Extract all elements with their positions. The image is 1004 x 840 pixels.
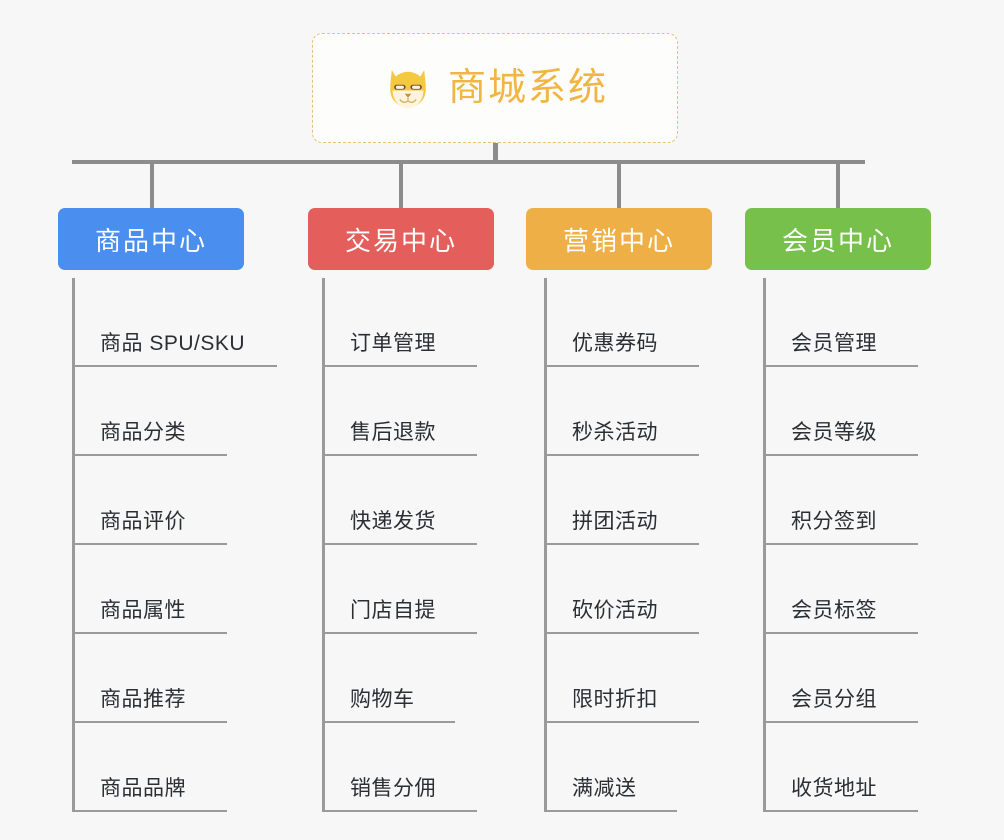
drop-connector-4	[836, 160, 840, 209]
leaf-item[interactable]: 商品分类	[72, 367, 227, 456]
shiba-dog-icon	[390, 70, 426, 110]
leaf-item[interactable]: 售后退款	[322, 367, 477, 456]
leaf-underline	[763, 365, 918, 367]
leaf-item[interactable]: 门店自提	[322, 545, 477, 634]
leaf-label: 购物车	[350, 688, 415, 711]
category-box-3[interactable]: 会员中心	[745, 208, 931, 270]
leaf-item[interactable]: 商品品牌	[72, 723, 227, 812]
leaf-underline	[322, 810, 477, 812]
leaf-label: 满减送	[572, 777, 637, 800]
root-node[interactable]: 商城系统	[312, 33, 678, 143]
category-label-1: 交易中心	[344, 225, 457, 256]
category-box-1[interactable]: 交易中心	[308, 208, 494, 270]
leaf-underline	[763, 543, 918, 545]
root-stem-connector	[493, 143, 498, 162]
leaf-underline	[72, 365, 277, 367]
leaf-underline	[763, 721, 918, 723]
horizontal-bus-connector	[72, 160, 865, 164]
leaf-label: 积分签到	[791, 510, 877, 533]
leaf-label: 门店自提	[350, 599, 436, 622]
drop-connector-2	[399, 160, 403, 209]
category-box-2[interactable]: 营销中心	[526, 208, 712, 270]
drop-connector-3	[617, 160, 621, 209]
leaf-item[interactable]: 快递发货	[322, 456, 477, 545]
leaf-item[interactable]: 满减送	[544, 723, 677, 812]
leaf-label: 商品品牌	[100, 777, 186, 800]
leaf-item[interactable]: 会员分组	[763, 634, 918, 723]
leaf-item[interactable]: 会员标签	[763, 545, 918, 634]
leaf-underline	[544, 810, 677, 812]
leaf-label: 商品推荐	[100, 688, 186, 711]
leaf-underline	[72, 810, 227, 812]
drop-connector-1	[150, 160, 154, 209]
leaf-underline	[322, 543, 477, 545]
leaf-underline	[544, 721, 699, 723]
leaf-label: 售后退款	[350, 421, 436, 444]
leaf-item[interactable]: 商品属性	[72, 545, 227, 634]
category-box-0[interactable]: 商品中心	[58, 208, 244, 270]
leaf-item[interactable]: 限时折扣	[544, 634, 699, 723]
leaf-item[interactable]: 秒杀活动	[544, 367, 699, 456]
leaf-label: 商品评价	[100, 510, 186, 533]
leaf-label: 收货地址	[791, 777, 877, 800]
leaf-label: 订单管理	[350, 332, 436, 355]
root-title: 商城系统	[447, 67, 608, 109]
leaf-item[interactable]: 会员等级	[763, 367, 918, 456]
branch-spine-3	[763, 278, 766, 812]
leaf-underline	[763, 632, 918, 634]
leaf-item[interactable]: 砍价活动	[544, 545, 699, 634]
leaf-item[interactable]: 商品 SPU/SKU	[72, 278, 277, 367]
branch-spine-1	[322, 278, 325, 812]
leaf-label: 商品 SPU/SKU	[100, 332, 246, 355]
category-label-0: 商品中心	[94, 225, 207, 256]
leaf-label: 优惠券码	[572, 332, 658, 355]
leaf-label: 快递发货	[350, 510, 436, 533]
leaf-label: 秒杀活动	[572, 421, 658, 444]
leaf-item[interactable]: 会员管理	[763, 278, 918, 367]
leaf-item[interactable]: 购物车	[322, 634, 455, 723]
leaf-label: 会员分组	[791, 688, 877, 711]
leaf-item[interactable]: 拼团活动	[544, 456, 699, 545]
category-label-3: 会员中心	[781, 225, 894, 256]
leaf-label: 商品分类	[100, 421, 186, 444]
leaf-underline	[72, 454, 227, 456]
leaf-underline	[763, 810, 918, 812]
leaf-item[interactable]: 销售分佣	[322, 723, 477, 812]
leaf-label: 会员等级	[791, 421, 877, 444]
leaf-underline	[72, 721, 227, 723]
leaf-label: 会员管理	[791, 332, 877, 355]
leaf-label: 限时折扣	[572, 688, 658, 711]
leaf-label: 销售分佣	[350, 777, 436, 800]
leaf-item[interactable]: 商品推荐	[72, 634, 227, 723]
leaf-underline	[544, 543, 699, 545]
leaf-underline	[72, 632, 227, 634]
leaf-underline	[72, 543, 227, 545]
category-label-2: 营销中心	[562, 225, 675, 256]
leaf-item[interactable]: 积分签到	[763, 456, 918, 545]
leaf-underline	[322, 454, 477, 456]
leaf-underline	[544, 454, 699, 456]
leaf-label: 会员标签	[791, 599, 877, 622]
leaf-label: 砍价活动	[572, 599, 658, 622]
leaf-underline	[322, 721, 455, 723]
leaf-item[interactable]: 商品评价	[72, 456, 227, 545]
leaf-underline	[322, 365, 477, 367]
leaf-label: 商品属性	[100, 599, 186, 622]
leaf-item[interactable]: 优惠券码	[544, 278, 699, 367]
leaf-underline	[544, 632, 699, 634]
leaf-label: 拼团活动	[572, 510, 658, 533]
leaf-underline	[544, 365, 699, 367]
leaf-item[interactable]: 收货地址	[763, 723, 918, 812]
branch-spine-0	[72, 278, 75, 812]
leaf-underline	[763, 454, 918, 456]
leaf-item[interactable]: 订单管理	[322, 278, 477, 367]
leaf-underline	[322, 632, 477, 634]
branch-spine-2	[544, 278, 547, 812]
